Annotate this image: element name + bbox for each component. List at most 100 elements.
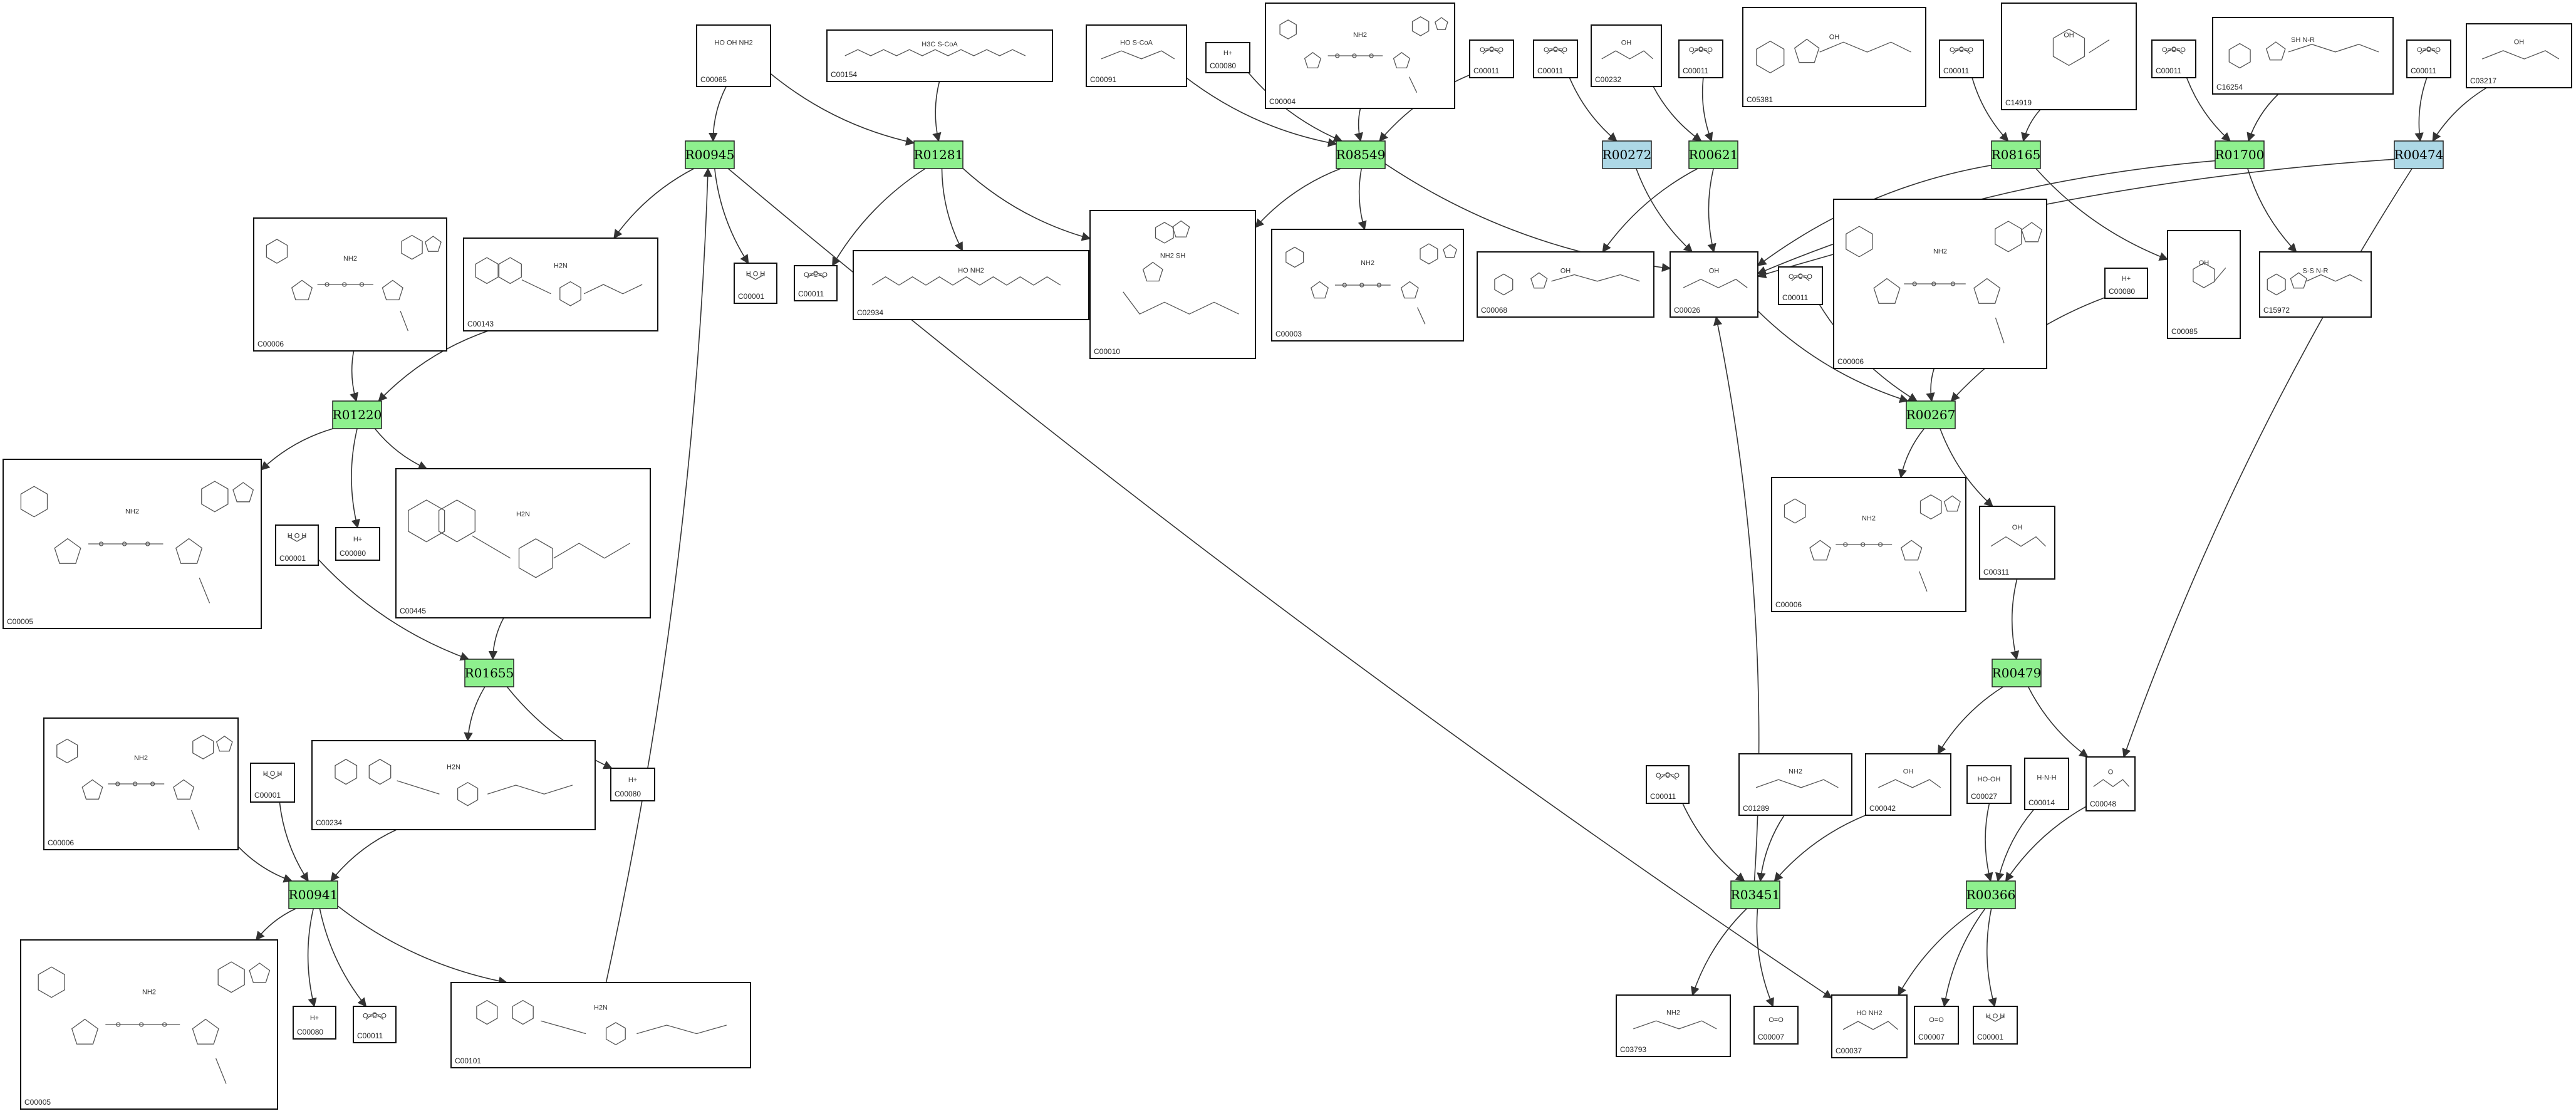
compound-id-label: C00011 (1473, 66, 1499, 75)
compound-id-label: C03793 (1620, 1045, 1646, 1054)
compound-C00080-box[interactable]: H+C00080 (1205, 42, 1250, 73)
reaction-R03451-node[interactable]: R03451 (1730, 880, 1780, 909)
reaction-box (464, 659, 514, 687)
compound-C00080-box[interactable]: H+C00080 (335, 527, 380, 561)
compound-id-label: C00068 (1481, 306, 1507, 315)
reaction-R00474-node[interactable]: R00474 (2394, 140, 2444, 169)
reaction-id-label: R00366 (1966, 887, 2016, 902)
edge-c091-to-R08549 (1186, 77, 1337, 147)
compound-border (610, 768, 655, 801)
edge-R03451-to-c007_a (1756, 908, 1774, 1008)
compound-id-label: C00006 (1837, 357, 1864, 366)
compound-id-label: C00014 (2028, 798, 2055, 807)
compound-structure-text: H2N (447, 763, 460, 771)
compound-structure-text: OH (2199, 259, 2210, 267)
edge-R01220-to-c005_a (260, 428, 333, 471)
compound-border (395, 468, 651, 618)
compound-structure-text: SH N-R (2291, 36, 2315, 44)
reaction-R00366-node[interactable]: R00366 (1966, 880, 2016, 909)
reaction-R00479-node[interactable]: R00479 (1992, 659, 2042, 687)
reaction-R00272-node[interactable]: R00272 (1602, 140, 1652, 169)
edge-c16254-to-R01700 (2246, 93, 2279, 142)
compound-id-label: C00445 (400, 607, 426, 615)
reaction-R08549-node[interactable]: R08549 (1336, 140, 1386, 169)
reaction-R01220-node[interactable]: R01220 (332, 400, 382, 429)
reaction-R01655-node[interactable]: R01655 (464, 659, 514, 687)
reaction-R01700-node[interactable]: R01700 (2215, 140, 2265, 169)
compound-C00080-box[interactable]: H+C00080 (610, 768, 655, 801)
compound-id-label: C00154 (831, 70, 857, 79)
edge-R00945-to-c143 (613, 168, 695, 239)
reaction-box (1336, 140, 1386, 169)
reaction-R08165-node[interactable]: R08165 (1991, 140, 2041, 169)
compound-C00080-box[interactable]: H+C00080 (2104, 268, 2148, 299)
compound-C00080-box[interactable]: H+C00080 (293, 1006, 336, 1040)
reaction-R00941-node[interactable]: R00941 (288, 880, 338, 909)
compound-border (1477, 251, 1654, 318)
reaction-R00621-node[interactable]: R00621 (1688, 140, 1738, 169)
compound-id-label: C00080 (1210, 61, 1236, 70)
reaction-R00267-node[interactable]: R00267 (1906, 400, 1956, 429)
edge-R01281-to-c010 (962, 168, 1091, 241)
reaction-R00945-node[interactable]: R00945 (685, 140, 735, 169)
edge-R08165-to-c085 (2035, 168, 2169, 261)
reaction-R01281-node[interactable]: R01281 (913, 140, 963, 169)
reaction-id-label: R01655 (465, 665, 514, 681)
edge-c026-to-R00267 (1757, 310, 1909, 403)
edge-c006_d-to-R00941 (237, 846, 293, 883)
edge-R01281-to-c2934 (941, 168, 963, 252)
